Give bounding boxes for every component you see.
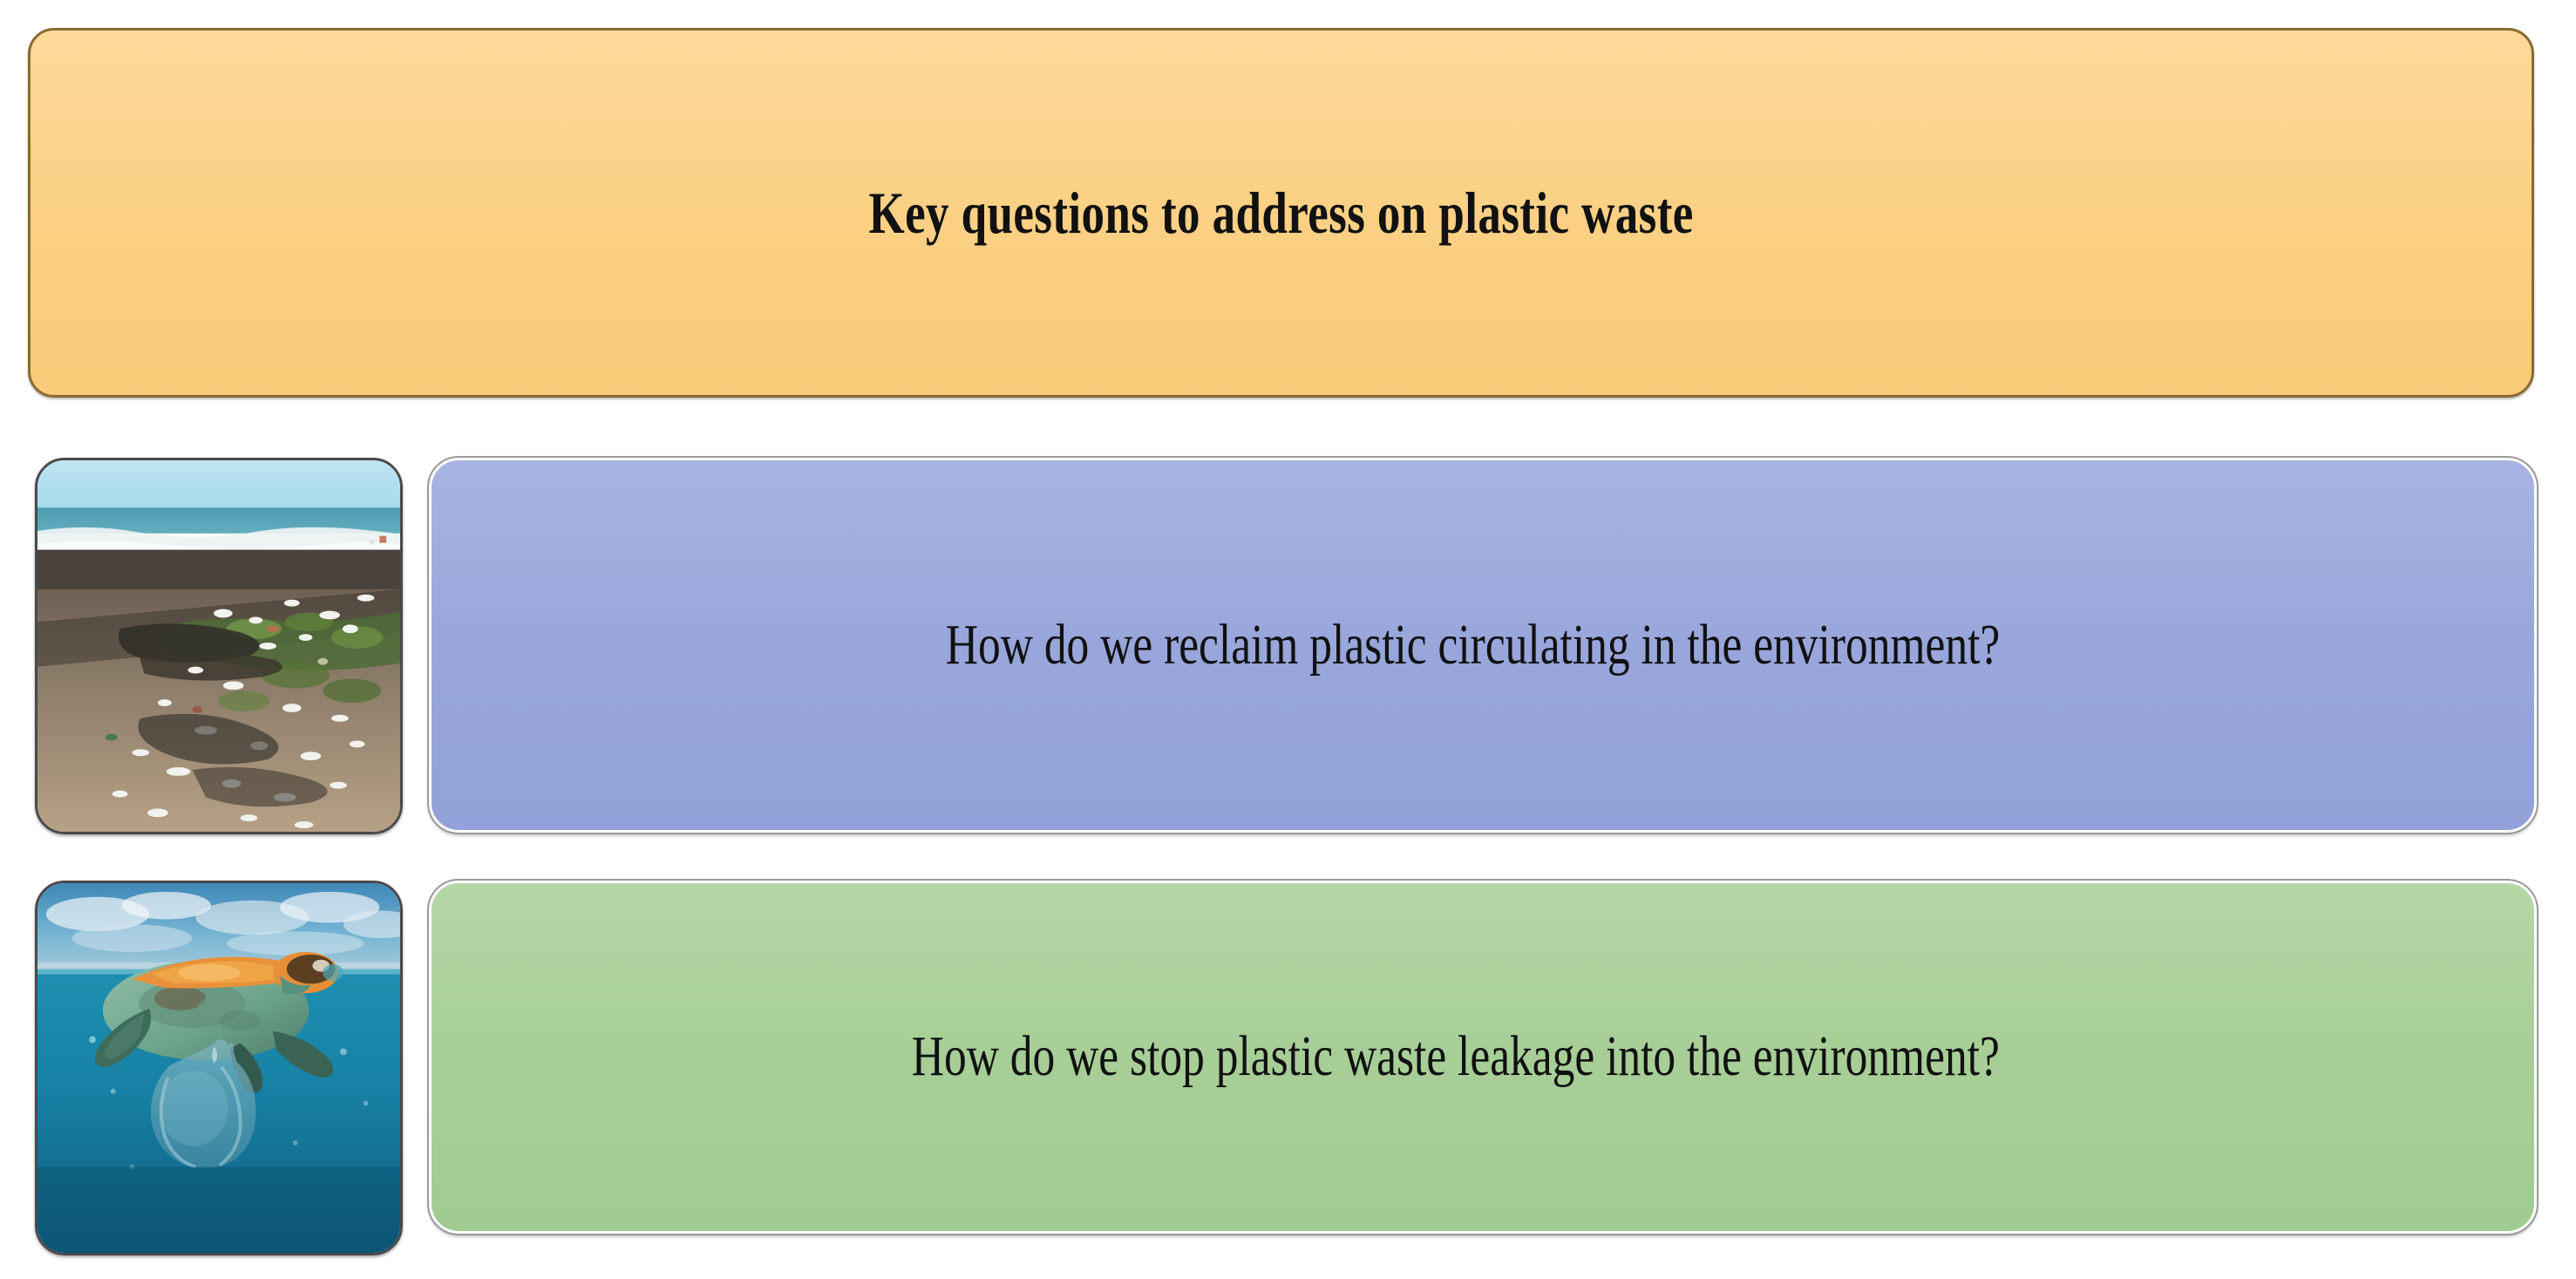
question-text-reclaim: How do we reclaim plastic circulating in… [945, 612, 2000, 677]
question-banner-reclaim: How do we reclaim plastic circulating in… [427, 456, 2539, 834]
question-row-leakage: How do we stop plastic waste leakage int… [0, 879, 2576, 1255]
title-banner: Key questions to address on plastic wast… [28, 28, 2534, 398]
beach-plastic-waste-photo [35, 458, 403, 834]
question-text-leakage: How do we stop plastic waste leakage int… [911, 1024, 2000, 1089]
sea-turtle-plastic-bag-illustration [37, 883, 400, 1253]
question-banner-leakage: How do we stop plastic waste leakage int… [427, 879, 2539, 1235]
sea-turtle-plastic-bag-photo [35, 881, 403, 1255]
question-row-reclaim: How do we reclaim plastic circulating in… [0, 456, 2576, 834]
beach-plastic-waste-illustration [37, 460, 400, 832]
page-title: Key questions to address on plastic wast… [868, 179, 1694, 246]
